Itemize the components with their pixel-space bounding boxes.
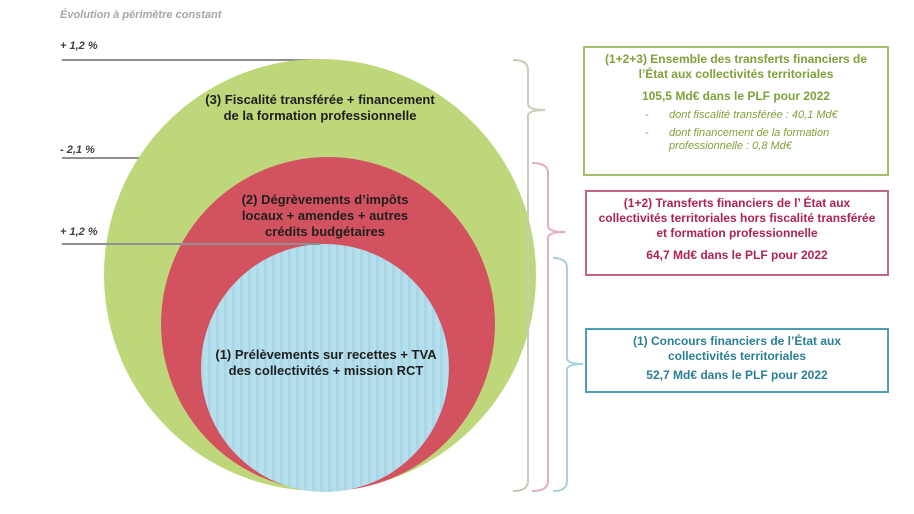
circle-1-prelevements xyxy=(201,244,449,492)
evolution-line-level-1 xyxy=(62,243,320,245)
circle-3-label: (3) Fiscalité transférée + financement d… xyxy=(205,92,435,123)
brace-total-icon xyxy=(512,59,546,492)
box-total-detail-fiscalite: - dont fiscalité transférée : 40,1 Md€ xyxy=(645,109,838,121)
evolution-label-level-3: + 1,2 % xyxy=(60,40,98,52)
box-concours-amount: 52,7 Md€ dans le PLF pour 2022 xyxy=(646,368,828,382)
box-transfers-amount: 64,7 Md€ dans le PLF pour 2022 xyxy=(646,248,828,262)
box-transfers-hors-fiscalite: (1+2) Transferts financiers de l’ État a… xyxy=(585,190,889,276)
circle-2-label: (2) Dégrèvements d’impôts locaux + amend… xyxy=(241,192,409,239)
box-total-amount: 105,5 Md€ dans le PLF pour 2022 xyxy=(641,89,831,103)
box-concours-title: (1) Concours financiers de l’État aux co… xyxy=(632,334,842,363)
diagram-subtitle: Évolution à périmètre constant xyxy=(60,9,222,21)
box-concours-financiers: (1) Concours financiers de l’État aux co… xyxy=(585,328,889,393)
box-total-transfers: (1+2+3) Ensemble des transferts financie… xyxy=(583,46,889,176)
circle-1-label: (1) Prélèvements sur recettes + TVA des … xyxy=(215,347,437,378)
evolution-label-level-2: - 2,1 % xyxy=(60,144,95,156)
evolution-line-level-3 xyxy=(62,59,318,61)
evolution-label-level-1: + 1,2 % xyxy=(60,226,98,238)
brace-transfers-icon xyxy=(531,162,566,492)
brace-concours-icon xyxy=(552,257,584,492)
box-total-title: (1+2+3) Ensemble des transferts financie… xyxy=(604,52,868,81)
box-total-detail-formation: - dont financement de la formation profe… xyxy=(645,127,830,152)
box-transfers-title: (1+2) Transferts financiers de l’ État a… xyxy=(598,196,876,240)
